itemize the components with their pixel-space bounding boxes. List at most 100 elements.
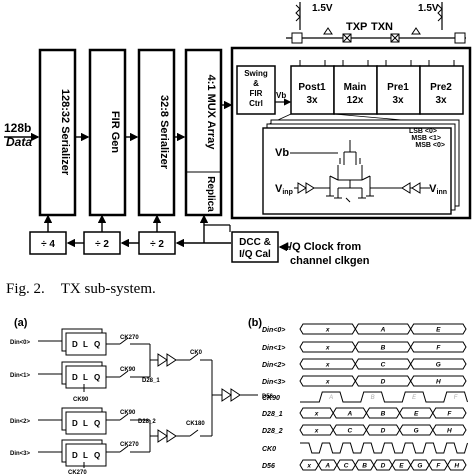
tap-name: Pre1 bbox=[387, 82, 409, 93]
bus-waveform bbox=[299, 375, 467, 387]
mux-array-block: 4:1 MUX Array Replica bbox=[184, 48, 223, 217]
input-label: Din<1> bbox=[10, 373, 31, 379]
supply-right: 1.5V bbox=[418, 2, 443, 30]
divider-label: ÷ 4 bbox=[41, 239, 55, 250]
bus-value: D bbox=[381, 428, 386, 435]
panel-a-tag: (a) bbox=[14, 317, 28, 329]
tap-name: Post1 bbox=[298, 82, 326, 93]
latch-letter: L bbox=[83, 419, 88, 428]
input-label: Din<0> bbox=[10, 340, 31, 346]
divider-label: ÷ 2 bbox=[95, 239, 109, 250]
bus-value: C bbox=[381, 362, 386, 369]
divider-label: ÷ 2 bbox=[150, 239, 164, 250]
bus-waveform bbox=[299, 341, 467, 353]
tap-mult: 3x bbox=[392, 95, 404, 106]
bus-value: B bbox=[381, 345, 386, 352]
bus-value: B bbox=[362, 463, 367, 470]
swing-ctrl-line: Ctrl bbox=[249, 99, 263, 108]
input-data-label: Data bbox=[6, 135, 32, 149]
supply-left-label: 1.5V bbox=[312, 3, 333, 14]
dcc-iq-cal-block: DCC & I/Q Cal bbox=[231, 231, 279, 263]
swing-ctrl-line: & bbox=[253, 79, 259, 88]
bus-waveform bbox=[299, 459, 467, 471]
latch-letter: D bbox=[72, 373, 78, 382]
input-label: Din<2> bbox=[10, 419, 31, 425]
pad-p-label: TXP bbox=[346, 21, 367, 33]
bus-value: E bbox=[399, 463, 404, 470]
dcc-label: DCC & bbox=[239, 237, 271, 248]
bus-value: G bbox=[417, 463, 422, 470]
caption-label: Fig. 2. bbox=[6, 281, 45, 297]
replica-label: Replica bbox=[205, 176, 216, 212]
latch-letter: Q bbox=[94, 373, 100, 382]
clock-label: CK90 bbox=[120, 367, 136, 373]
fir-gen-block: FIR Gen bbox=[88, 48, 127, 217]
buffer-icon bbox=[305, 182, 315, 194]
signal-label: CK0 bbox=[262, 446, 276, 453]
bus-value: B bbox=[381, 411, 386, 418]
bus-value: H bbox=[454, 463, 459, 470]
bus-value: x bbox=[314, 428, 319, 435]
bus-value: C bbox=[347, 428, 352, 435]
buffer-icon bbox=[401, 182, 411, 194]
bus-value: E bbox=[436, 327, 441, 334]
bus-value: x bbox=[325, 345, 330, 352]
latch-letter: L bbox=[83, 451, 88, 460]
signal-label: CK90 bbox=[262, 395, 280, 402]
bus-waveform bbox=[299, 323, 467, 335]
bus-value: A bbox=[346, 411, 352, 418]
bus-waveform bbox=[299, 358, 467, 370]
d28-1-label: D28_1 bbox=[142, 378, 160, 384]
buffer-icon bbox=[297, 182, 307, 194]
cml-transistor-schematic bbox=[326, 140, 374, 203]
bus-value: G bbox=[414, 428, 419, 435]
bus-value: G bbox=[436, 362, 441, 369]
latch-letter: L bbox=[83, 340, 88, 349]
bus-waveform bbox=[299, 407, 467, 419]
tap-mult: 3x bbox=[306, 95, 318, 106]
tap-pre1-box bbox=[376, 65, 421, 115]
bus-value: H bbox=[436, 379, 441, 386]
swing-ctrl-line: FIR bbox=[250, 89, 263, 98]
bus-label: MSB <0> bbox=[415, 142, 445, 149]
bus-value: D bbox=[381, 379, 386, 386]
d56-label: D56 bbox=[262, 394, 274, 400]
clock-source-label: I/Q Clock from bbox=[286, 241, 361, 253]
input-label: Din<3> bbox=[10, 451, 31, 457]
bus-value: x bbox=[325, 379, 330, 386]
bus-label: LSB <0> bbox=[409, 128, 437, 135]
swing-ctrl-line: Swing bbox=[244, 69, 268, 78]
fir-gen-label: FIR Gen bbox=[109, 111, 121, 153]
bus-value: F bbox=[447, 411, 452, 418]
clock-label: CK90 bbox=[120, 410, 136, 416]
panel-b-tag: (b) bbox=[248, 317, 262, 329]
bus-value: C bbox=[344, 463, 349, 470]
input-width-label: 128b bbox=[4, 121, 31, 135]
latch-letter: Q bbox=[94, 451, 100, 460]
ghost-value: E bbox=[412, 395, 417, 401]
bus-value: x bbox=[325, 327, 330, 334]
serializer-128-label: 128:32 Serializer bbox=[59, 89, 71, 176]
bus-value: F bbox=[436, 463, 441, 470]
pad-esd-left bbox=[291, 32, 303, 44]
vinp-label: Vinp bbox=[275, 183, 293, 196]
panel-b-timing-diagram: (b) Din<0> Din<1> Din<2> Din<3> CK90 D28… bbox=[248, 317, 468, 471]
divider-chain: ÷ 4 ÷ 2 ÷ 2 bbox=[29, 214, 231, 255]
clock-label: CK270 bbox=[120, 335, 139, 341]
latch-letter: L bbox=[83, 373, 88, 382]
bus-value: F bbox=[436, 345, 441, 352]
bus-value: D bbox=[381, 463, 386, 470]
serializer-128-block: 128:32 Serializer bbox=[38, 48, 77, 217]
signal-label: Din<0> bbox=[262, 327, 285, 334]
bus-value: E bbox=[414, 411, 419, 418]
mux-array-label: 4:1 MUX Array bbox=[205, 75, 217, 151]
tap-mult: 12x bbox=[347, 95, 364, 106]
pad-n-label: TXN bbox=[371, 21, 393, 33]
clock-label: CK180 bbox=[186, 421, 205, 427]
signal-label: D28_1 bbox=[262, 411, 283, 418]
signal-label: D28_2 bbox=[262, 428, 283, 435]
driver-block: Swing & FIR Ctrl Vb Post1 3x Main 12x Pr… bbox=[230, 46, 472, 220]
bus-value: H bbox=[447, 428, 452, 435]
signal-label: Din<3> bbox=[262, 379, 285, 386]
